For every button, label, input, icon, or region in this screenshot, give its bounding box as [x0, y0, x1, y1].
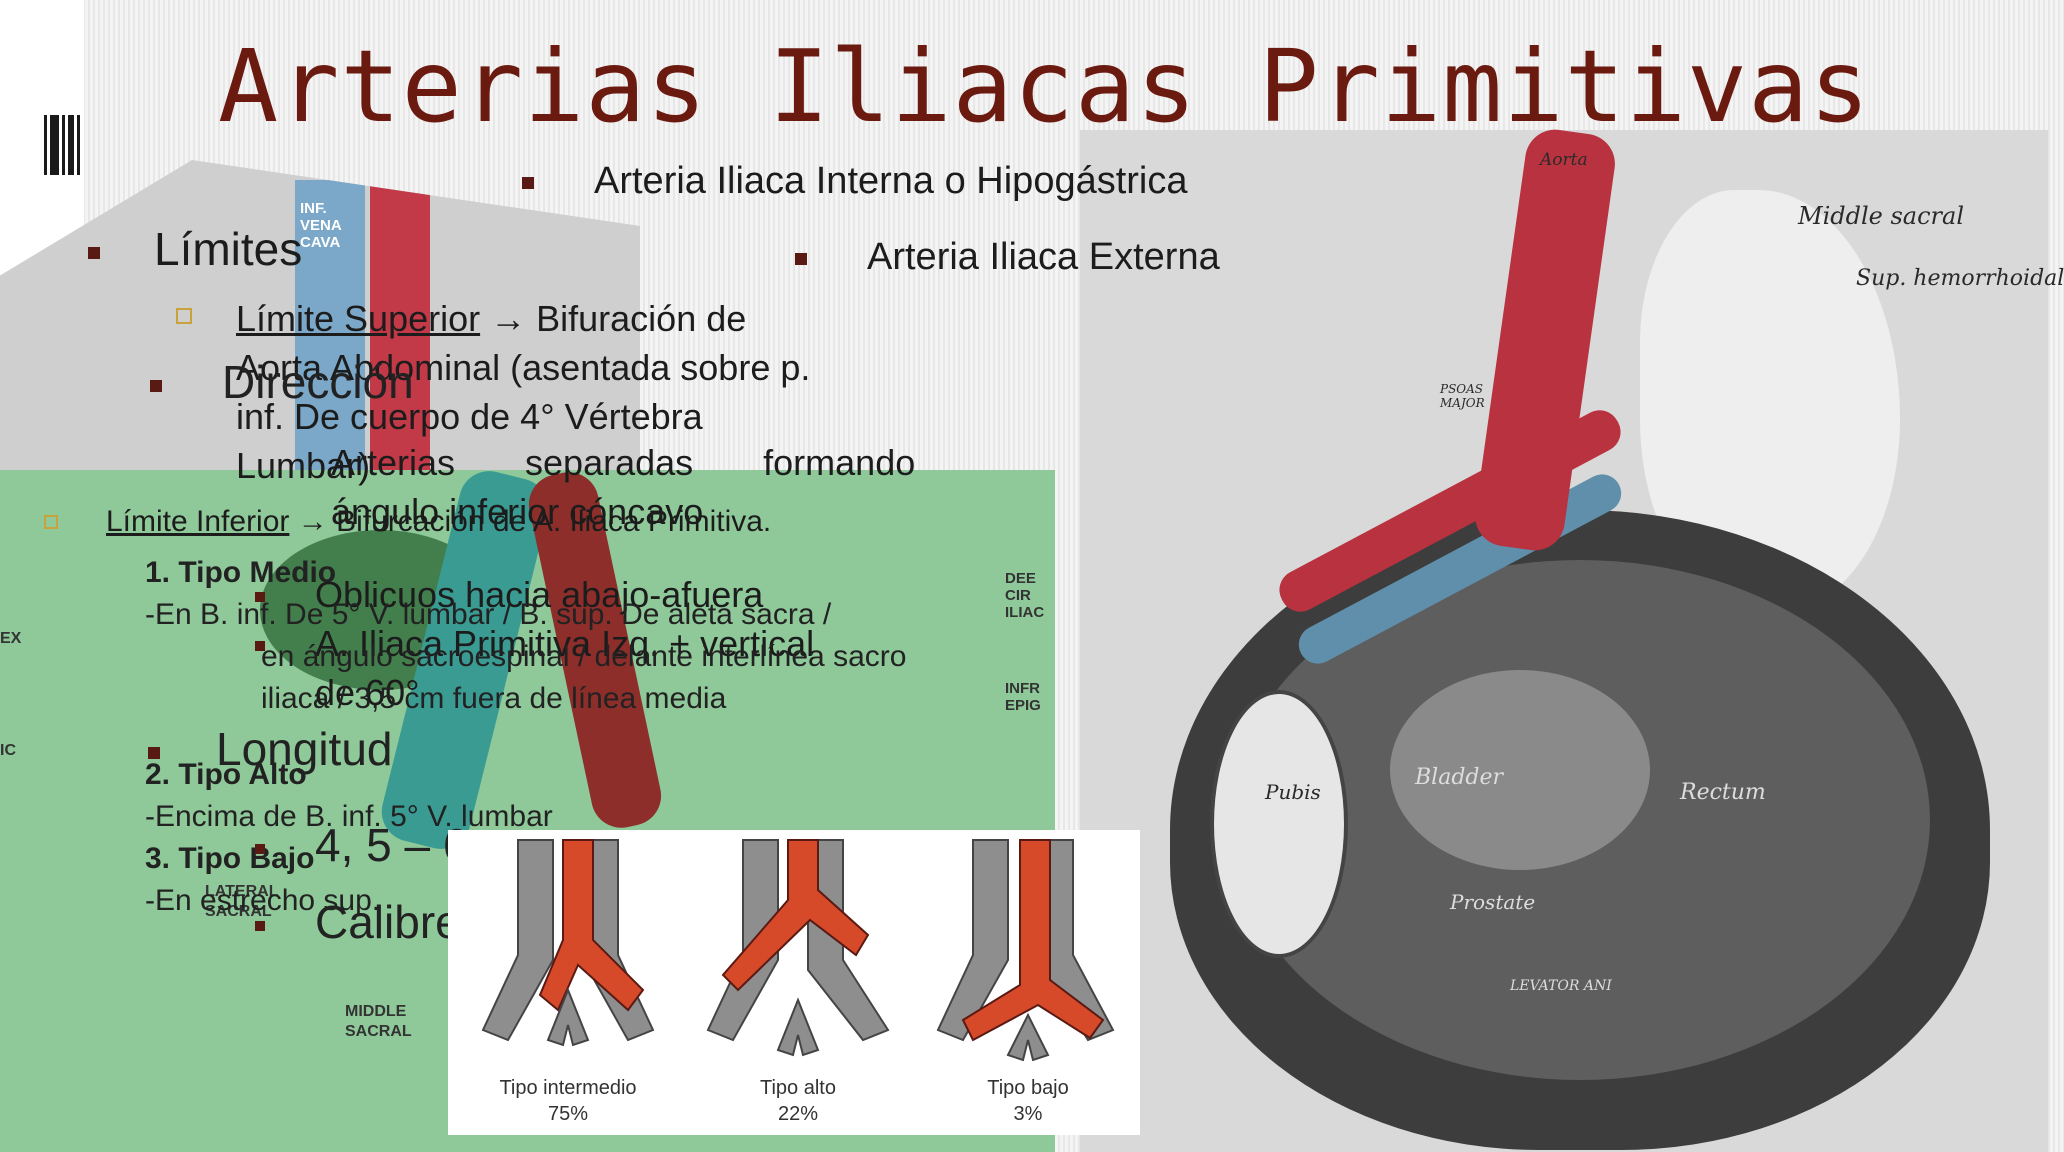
tipo-medio-desc-3: iliaca / 3,5 cm fuera de línea media [261, 682, 727, 715]
direccion-list-2: Oblicuos hacia abajo-afuera A. Iliaca Pr… [255, 570, 814, 717]
bullet-internal-iliac: Arteria Iliaca Interna o Hipogástrica [522, 160, 1188, 203]
rectum-label: Rectum [1680, 780, 1766, 805]
limite-inferior-text: → Bifurcación de A. Iliaca Primitiva. [297, 505, 772, 538]
bladder-shape [1390, 670, 1650, 870]
green-label-middle-sacral: MIDDLE SACRAL [345, 1003, 412, 1040]
bullet-external-iliac: Arteria Iliaca Externa [795, 236, 1220, 279]
green-label-ic: IC [0, 742, 16, 759]
longitud-text: Longitud [216, 723, 393, 775]
limite-superior-text-2: Aorta Abdominal (asentada sobre p. [236, 347, 811, 388]
tipo-bajo-desc: -En estrecho sup. [145, 884, 381, 917]
limite-superior-label: Límite Superior [236, 298, 481, 339]
green-label-lateral-sacral: LATERAL SACRAL [205, 883, 279, 920]
limite-superior-block: Límite Superior → Bifuración de Aorta Ab… [176, 294, 810, 490]
direccion-line-3: Oblicuos hacia abajo-afuera [315, 574, 764, 615]
middle-sacral-label: Middle sacral [1798, 202, 1965, 230]
bullet-text: Arteria Iliaca Externa [867, 236, 1220, 278]
limite-inferior-line: Límite Inferior → Bifurcación de A. Ilia… [40, 505, 771, 539]
direccion-line-1: Arterias separadas formando [331, 442, 916, 483]
direccion-line-5: de 60° [315, 672, 420, 713]
prostate-label: Prostate [1450, 890, 1536, 914]
aorta-shape [370, 160, 430, 490]
direccion-line-4: A. Iliaca Primitiva Izq. + vertical [315, 623, 815, 664]
barcode-logo-icon [44, 115, 80, 175]
psoas-label: PSOAS MAJOR [1440, 382, 1485, 410]
direccion-heading: Dirección [150, 355, 414, 409]
limites-heading: Límites [88, 222, 302, 276]
green-label-infr: INFR EPIG [1005, 680, 1041, 714]
caption-tipo-bajo: Tipo bajo 3% [928, 1075, 1128, 1127]
sup-hemorrhoidal-label: Sup. hemorrhoidal [1856, 266, 2064, 291]
square-bullet-icon [795, 252, 807, 265]
tipo-medio-desc-2: en ángulo sacroespinal / delante interlí… [261, 640, 907, 673]
calibre-text: Calibre [315, 896, 461, 948]
tipo-medio-desc-1: -En B. inf. De 5° V. lumbar / B. sup. De… [145, 598, 832, 631]
slide-title: Arterias Iliacas Primitivas [218, 28, 1871, 145]
tipos-list: 1. Tipo Medio -En B. inf. De 5° V. lumba… [145, 552, 906, 922]
hollow-bullet-icon [176, 308, 192, 324]
aorta-label: Aorta [1540, 150, 1588, 170]
green-label-ex: EX [0, 630, 22, 647]
pelvis-drawing: Aorta Middle sacral Sup. hemorrhoidal Bl… [1080, 125, 2064, 1152]
green-label-dee: DEE CIR ILIAC [1005, 570, 1045, 621]
caption-pct: 75% [547, 1103, 589, 1125]
vena-cava-shape [295, 180, 365, 490]
square-bullet-icon [148, 746, 160, 759]
direccion-line-2: ángulo inferior cóncavo [331, 491, 704, 532]
tipo-bajo-heading: 3. Tipo Bajo [145, 842, 315, 875]
tipo-alto-drawing [706, 839, 890, 1057]
tipo-alto-desc: -Encima de B. inf. 5° V. lumbar [145, 800, 553, 833]
ivc-label: INF. VENA CAVA [300, 200, 342, 251]
square-bullet-icon [88, 246, 100, 259]
caption-name: Tipo bajo [987, 1077, 1069, 1099]
tipo-intermedio-drawing [481, 839, 655, 1047]
limites-text: Límites [154, 223, 303, 275]
square-bullet-icon [255, 592, 265, 603]
calibre-heading: Calibre [255, 895, 461, 949]
caption-tipo-intermedio: Tipo intermedio 75% [468, 1075, 668, 1127]
limite-superior-text-4: Lumbar) [236, 445, 371, 486]
tipo-alto-heading: 2. Tipo Alto [145, 758, 307, 791]
square-bullet-icon [255, 641, 265, 652]
limite-inferior-label: Límite Inferior [106, 505, 290, 538]
abdominal-vessels-drawing: INF. VENA CAVA [0, 160, 640, 490]
longitud-heading: Longitud [148, 722, 393, 776]
caption-pct: 3% [1013, 1103, 1043, 1125]
square-bullet-icon [522, 176, 534, 189]
direccion-list: Arterias separadas formando ángulo infer… [255, 438, 915, 536]
pubis-shape [1210, 690, 1348, 958]
caption-tipo-alto: Tipo alto 22% [698, 1075, 898, 1127]
limite-superior-text: Bifuración de [536, 298, 747, 339]
caption-pct: 22% [777, 1103, 819, 1125]
caption-name: Tipo alto [760, 1077, 836, 1099]
tipo-medio-heading: 1. Tipo Medio [145, 556, 337, 589]
arrow-icon: → [490, 298, 527, 339]
direccion-text: Dirección [222, 356, 414, 408]
bladder-label: Bladder [1415, 765, 1504, 790]
tipo-bajo-drawing [936, 839, 1115, 1062]
bifurcation-types-figure: Tipo intermedio 75% Tipo alto 22% Tipo b… [448, 830, 1140, 1135]
pubis-label: Pubis [1265, 780, 1321, 804]
hollow-bullet-icon [44, 515, 58, 529]
square-bullet-icon [255, 920, 265, 931]
square-bullet-icon [255, 843, 265, 854]
caption-name: Tipo intermedio [499, 1077, 637, 1099]
square-bullet-icon [150, 379, 162, 392]
limite-superior-text-3: inf. De cuerpo de 4° Vértebra [236, 396, 703, 437]
bullet-text: Arteria Iliaca Interna o Hipogástrica [594, 160, 1188, 202]
levator-label: LEVATOR ANI [1510, 978, 1612, 994]
